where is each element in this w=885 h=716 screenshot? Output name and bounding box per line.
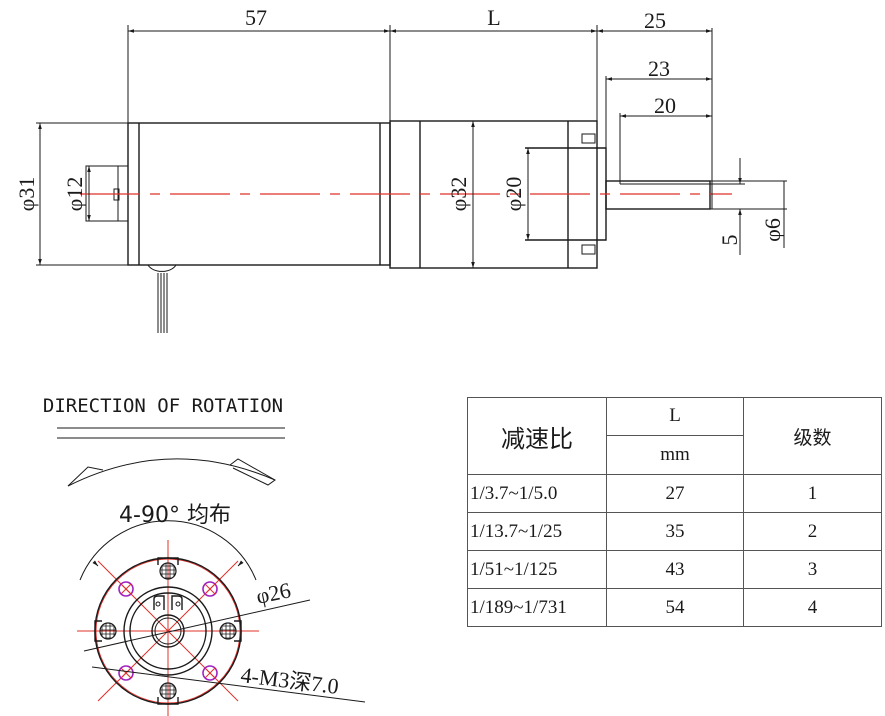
rotation-arrow-icon xyxy=(67,458,276,487)
tapped-hole xyxy=(202,581,218,597)
angle-dimension-arc xyxy=(79,520,257,581)
side-view: 57 L 25 23 20 φ31 φ12 φ32 φ20 5 xyxy=(14,5,787,333)
header-length-unit: mm xyxy=(606,434,744,476)
dim-pilot-diameter: φ20 xyxy=(501,177,526,212)
screw-boss-left xyxy=(94,620,117,642)
rotation-title: DIRECTION OF ROTATION xyxy=(43,395,283,417)
tapped-hole xyxy=(118,581,134,597)
table-row: 1/13.7~1/25 35 2 xyxy=(467,512,882,551)
cell-length: 54 xyxy=(606,588,744,627)
header-length: L xyxy=(606,397,744,436)
center-hub xyxy=(151,614,185,648)
dim-shaft-diameter: φ6 xyxy=(760,218,785,242)
pcd-circle xyxy=(95,558,241,704)
table-row: 1/51~1/125 43 3 xyxy=(467,550,882,589)
cell-ratio: 1/189~1/731 xyxy=(467,588,607,627)
header-stages: 级数 xyxy=(743,397,882,475)
pcd-label: φ26 xyxy=(254,577,293,609)
dim-shaft-25: 25 xyxy=(644,8,666,33)
dim-shaft-flat: 5 xyxy=(717,235,742,246)
dim-motor-length: 57 xyxy=(245,5,267,30)
pcd-leader xyxy=(83,599,311,652)
dim-motor-diameter: φ31 xyxy=(14,177,39,212)
thread-label: 4-M3深7.0 xyxy=(239,662,340,699)
ratio-table: 减速比 L 级数 mm 1/3.7~1/5.0 27 1 1/13.7~1/25… xyxy=(467,397,882,627)
dim-boss-diameter: φ12 xyxy=(62,177,87,212)
cell-ratio: 1/51~1/125 xyxy=(467,550,607,589)
end-view: DIRECTION OF ROTATION 4-90° 均布 xyxy=(43,395,366,716)
cell-ratio: 1/3.7~1/5.0 xyxy=(467,474,607,513)
cell-length: 27 xyxy=(606,474,744,513)
table-row: 1/189~1/731 54 4 xyxy=(467,588,882,627)
cell-stages: 3 xyxy=(743,550,882,589)
screw-boss-top xyxy=(157,557,179,580)
table-unit-row: mm xyxy=(468,434,882,476)
cell-stages: 1 xyxy=(743,474,882,513)
cell-length: 43 xyxy=(606,550,744,589)
header-ratio: 减速比 xyxy=(467,397,607,475)
dim-gearbox-length: L xyxy=(487,5,500,30)
cell-stages: 2 xyxy=(743,512,882,551)
screw-boss-right xyxy=(219,620,242,642)
angle-spacing-label: 4-90° 均布 xyxy=(119,503,231,528)
thread-leader xyxy=(91,666,366,703)
dim-gearbox-diameter: φ32 xyxy=(446,177,471,212)
dim-shaft-23: 23 xyxy=(648,56,670,81)
screw-boss-bottom xyxy=(157,682,179,705)
cell-length: 35 xyxy=(606,512,744,551)
output-shaft xyxy=(605,180,711,210)
cell-ratio: 1/13.7~1/25 xyxy=(467,512,607,551)
tapped-hole xyxy=(202,665,218,681)
table-header-row: 减速比 L 级数 xyxy=(467,397,882,475)
wire-grommet xyxy=(147,264,177,272)
table-row: 1/3.7~1/5.0 27 1 xyxy=(467,474,882,513)
tapped-hole xyxy=(118,665,134,681)
dim-shaft-20: 20 xyxy=(654,93,676,118)
cell-stages: 4 xyxy=(743,588,882,627)
